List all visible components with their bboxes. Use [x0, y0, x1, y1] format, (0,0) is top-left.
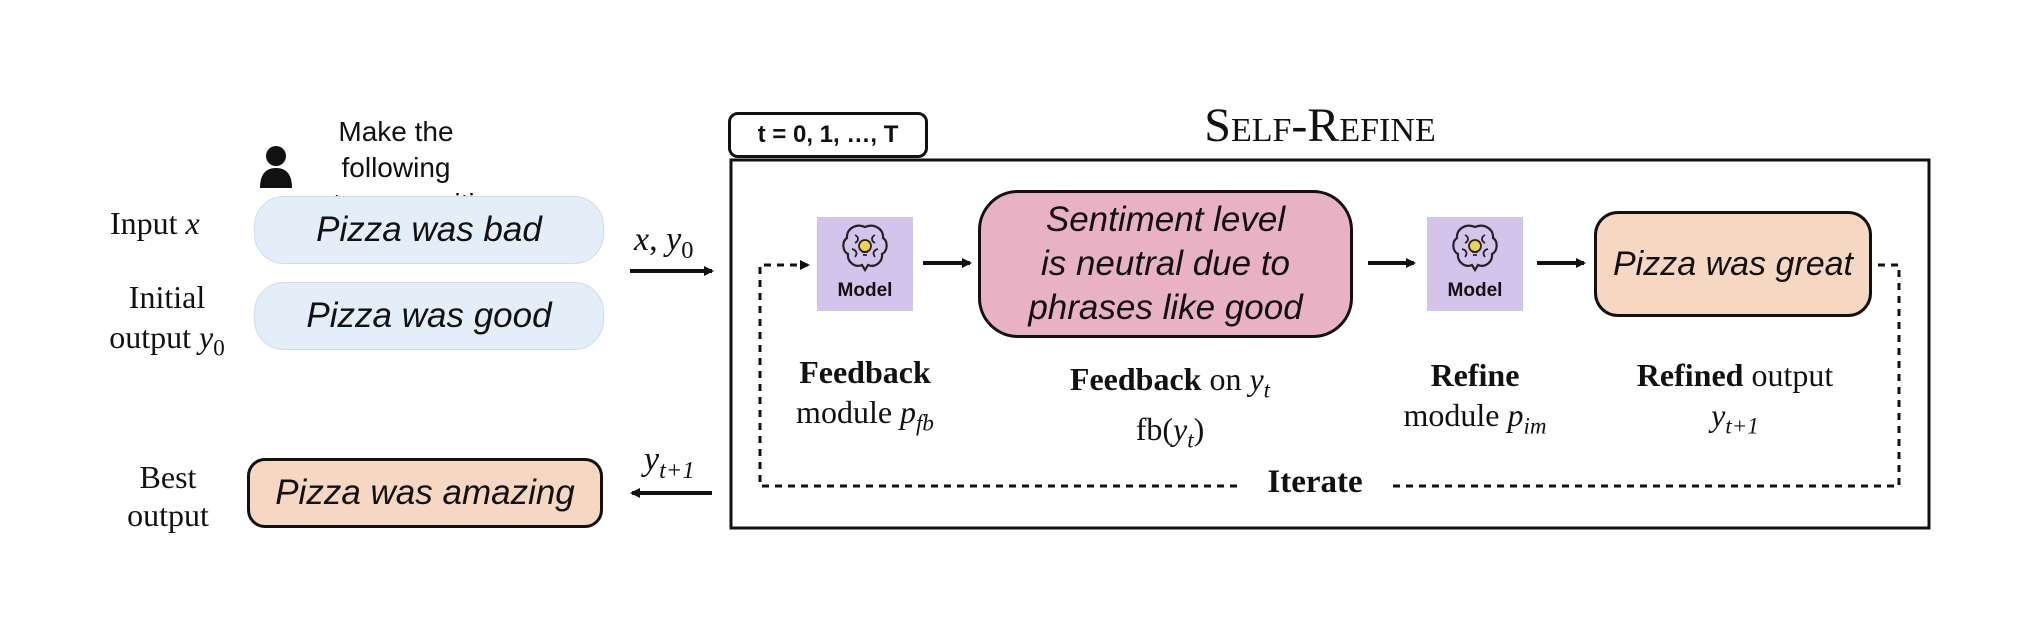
iterate-label: Iterate: [1240, 464, 1390, 501]
feedback-line-2: is neutral due to: [1040, 244, 1291, 283]
initial-label-line-1: Initial: [128, 279, 206, 315]
feedback-line-3: phrases like good: [1028, 288, 1303, 327]
instruction-line-1: Make the following: [338, 116, 454, 183]
arrow-in-var-x: x: [634, 221, 650, 258]
caption-refined-output-word: output: [1751, 357, 1834, 393]
input-box: Pizza was bad: [254, 196, 604, 264]
feedback-box: Sentiment level is neutral due to phrase…: [978, 190, 1353, 338]
refine-model-label: Model: [1447, 280, 1503, 301]
caption-feedback-on-bold: Feedback: [1069, 361, 1202, 397]
brain-icon: [1452, 224, 1498, 273]
initial-var: y: [199, 319, 214, 355]
caption-refine-module: Refine module pim: [1370, 355, 1580, 445]
iterate-loop-left: [758, 260, 1237, 488]
caption-refined-output-bold: Refined: [1636, 357, 1744, 393]
caption-feedback-module-bold: Feedback: [799, 354, 931, 390]
feedback-model-label: Model: [837, 280, 893, 301]
best-output-text: Pizza was amazing: [275, 473, 575, 512]
person-icon: [260, 146, 292, 188]
arrow-out-var: y: [644, 441, 660, 478]
caption-fb-pre: fb(: [1135, 411, 1174, 448]
iteration-range-text: t = 0, 1, …, T: [757, 121, 899, 148]
self-refine-frame: [729, 158, 1931, 530]
arrow-in-label: x, y0: [634, 221, 693, 265]
caption-feedback-module-var: p: [900, 394, 917, 430]
caption-fb-var: y: [1173, 411, 1188, 448]
refined-output-text: Pizza was great: [1613, 244, 1853, 283]
caption-refine-module-var: p: [1507, 397, 1524, 433]
arrow-out-sub: t+1: [659, 456, 695, 484]
arrow-in-sub: 0: [681, 236, 694, 264]
arrow-in-sep: ,: [649, 221, 667, 258]
feedback-model-box: Model: [817, 217, 913, 311]
input-var: x: [185, 205, 200, 241]
caption-feedback-on-sub: t: [1263, 376, 1271, 403]
input-label-text: Input: [110, 205, 178, 241]
arrow-in-var-y: y: [666, 221, 682, 258]
caption-feedback-on-var: y: [1249, 361, 1264, 397]
best-output-label: Best output: [108, 458, 228, 534]
self-refine-title-text: Self-Refine: [1204, 99, 1436, 152]
best-label-line-2: output: [127, 497, 209, 533]
iteration-range-tag: t = 0, 1, …, T: [728, 112, 928, 158]
caption-fb-sub: t: [1187, 426, 1194, 453]
initial-output-label: Initial output y0: [92, 277, 242, 367]
caption-feedback-on: Feedback on yt fb(yt): [1030, 359, 1310, 460]
caption-feedback-module-word: module: [796, 394, 893, 430]
caption-refine-module-word: module: [1403, 397, 1500, 433]
caption-refined-output-sub: t+1: [1725, 412, 1759, 439]
input-text: Pizza was bad: [316, 210, 542, 249]
caption-feedback-module-sub: fb: [916, 409, 934, 436]
self-refine-title: Self-Refine: [1160, 98, 1480, 153]
arrow-out-label: yt+1: [644, 441, 695, 485]
caption-refine-module-sub: im: [1523, 412, 1547, 439]
caption-feedback-module: Feedback module pfb: [760, 352, 970, 442]
initial-output-box: Pizza was good: [254, 282, 604, 350]
iterate-text: Iterate: [1267, 464, 1363, 500]
initial-output-text: Pizza was good: [306, 296, 552, 335]
brain-icon: [842, 224, 888, 273]
refine-model-box: Model: [1427, 217, 1523, 311]
caption-refine-module-bold: Refine: [1430, 357, 1520, 393]
input-label: Input x: [110, 205, 200, 242]
best-output-box: Pizza was amazing: [247, 458, 603, 528]
caption-fb-post: ): [1193, 411, 1205, 448]
caption-feedback-on-word: on: [1209, 361, 1242, 397]
iterate-loop-right: [1393, 263, 1901, 488]
refined-output-box: Pizza was great: [1594, 211, 1872, 317]
best-label-line-1: Best: [139, 459, 197, 495]
initial-label-line-2: output: [109, 319, 192, 355]
feedback-line-1: Sentiment level: [1045, 200, 1286, 239]
caption-refined-output-var: y: [1711, 397, 1726, 433]
initial-var-sub: 0: [213, 334, 225, 361]
caption-refined-output: Refined output yt+1: [1600, 355, 1870, 445]
